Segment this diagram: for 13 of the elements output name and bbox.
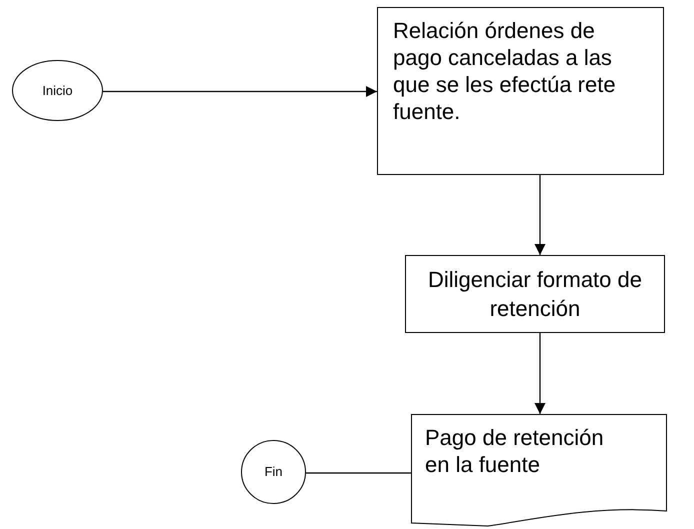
arrow	[534, 175, 546, 255]
node-label: Fin	[263, 463, 284, 482]
process-box	[377, 7, 664, 175]
node-label: Diligenciar formato de retención	[427, 266, 643, 323]
start-ellipse	[12, 60, 103, 121]
document-shape	[411, 414, 667, 527]
node-label: Relación órdenes de pago canceladas a las que se les efectúa rete fuente.	[393, 17, 617, 125]
node-label: Pago de retención en la fuente	[425, 424, 605, 478]
node-label: Inicio	[41, 82, 74, 100]
arrow	[103, 86, 377, 97]
end-circle	[241, 440, 306, 504]
arrow	[534, 333, 546, 414]
process-box	[405, 255, 665, 333]
